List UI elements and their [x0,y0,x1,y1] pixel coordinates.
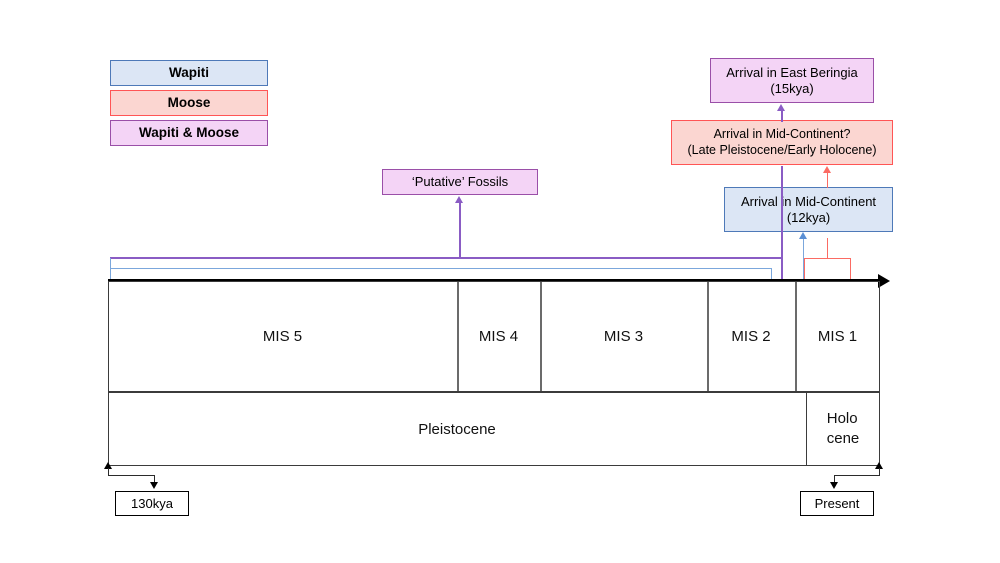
event-box-mid-continent-label: Arrival in Mid-Continent (12kya) [740,193,877,225]
event-box-mid-continent: Arrival in Mid-Continent (12kya) [724,187,893,232]
endpoint-label-130kya: 130kya [131,495,173,511]
timeline-epoch-row [108,392,880,466]
connector-purple-right-riser [781,166,783,281]
stage-label-mis4: MIS 4 [478,328,519,345]
connector-present-drop [834,475,836,483]
arrowhead-up-130kya-icon [104,462,112,469]
stage-cell-mis1: MIS 1 [795,281,880,392]
endpoint-box-130kya: 130kya [115,491,189,516]
epoch-divider-pleistocene-holocene [806,393,808,465]
connector-blue-right-drop [771,268,773,281]
connector-blue-span-line [110,268,772,270]
epoch-cell-holocene: Holo cene [806,392,880,466]
connector-130kya-elbow [108,475,155,477]
arrowhead-right-timeline-icon [878,274,890,288]
stage-cell-mis5: MIS 5 [108,281,457,392]
arrowhead-up-mid-continent-icon [799,232,807,239]
connector-red-left-drop [804,258,806,281]
connector-red-riser [827,238,829,258]
epoch-cell-pleistocene: Pleistocene [108,392,806,466]
connector-130kya-drop [153,475,155,483]
stage-divider-mis4-mis3 [540,282,542,391]
connector-putative-span-line [110,257,782,259]
event-box-mid-continent-question: Arrival in Mid-Continent? (Late Pleistoc… [671,120,893,165]
timeline-axis [108,279,880,283]
connector-red-to-question-box [827,172,829,188]
event-box-east-beringia-label: Arrival in East Beringia (15kya) [726,64,858,96]
event-box-mid-continent-question-label: Arrival in Mid-Continent? (Late Pleistoc… [687,127,877,157]
connector-purple-to-beringia [781,110,783,122]
connector-blue-riser [803,238,805,281]
epoch-label-holocene: Holo cene [826,409,860,447]
legend-item-wapiti-and-moose-label: Wapiti & Moose [139,124,239,140]
connector-130kya-stem [107,468,109,476]
stage-label-mis3: MIS 3 [603,328,644,345]
arrowhead-up-present-icon [875,462,883,469]
legend-item-moose-label: Moose [167,94,211,110]
legend-item-wapiti: Wapiti [110,60,268,86]
epoch-label-pleistocene: Pleistocene [418,420,496,438]
timeline-stage-row [108,281,880,392]
legend-item-moose: Moose [110,90,268,116]
stage-divider-mis2-mis1 [795,282,797,391]
connector-red-right-drop [850,258,852,281]
connector-present-stem [878,468,880,476]
stage-cell-mis2: MIS 2 [707,281,795,392]
endpoint-label-present: Present [814,495,860,511]
connector-present-elbow [834,475,880,477]
stage-label-mis1: MIS 1 [817,328,858,345]
stage-label-mis5: MIS 5 [262,328,303,345]
endpoint-box-present: Present [800,491,874,516]
stage-label-mis2: MIS 2 [731,328,771,345]
stage-cell-mis4: MIS 4 [457,281,540,392]
connector-red-span-line [804,258,851,260]
stage-cell-mis3: MIS 3 [540,281,707,392]
arrowhead-up-putative-icon [455,196,463,203]
arrowhead-up-mid-continent-question-icon [823,166,831,173]
event-box-putative-fossils: ‘Putative’ Fossils [382,169,538,195]
connector-blue-left-drop [110,258,112,281]
legend-item-wapiti-and-moose: Wapiti & Moose [110,120,268,146]
arrowhead-down-present-icon [830,482,838,489]
event-box-east-beringia: Arrival in East Beringia (15kya) [710,58,874,103]
connector-putative-riser [459,202,461,258]
stage-divider-mis3-mis2 [707,282,709,391]
arrowhead-up-east-beringia-icon [777,104,785,111]
event-box-putative-fossils-label: ‘Putative’ Fossils [411,174,509,190]
arrowhead-down-130kya-icon [150,482,158,489]
legend-item-wapiti-label: Wapiti [169,64,209,80]
stage-divider-mis5-mis4 [457,282,459,391]
